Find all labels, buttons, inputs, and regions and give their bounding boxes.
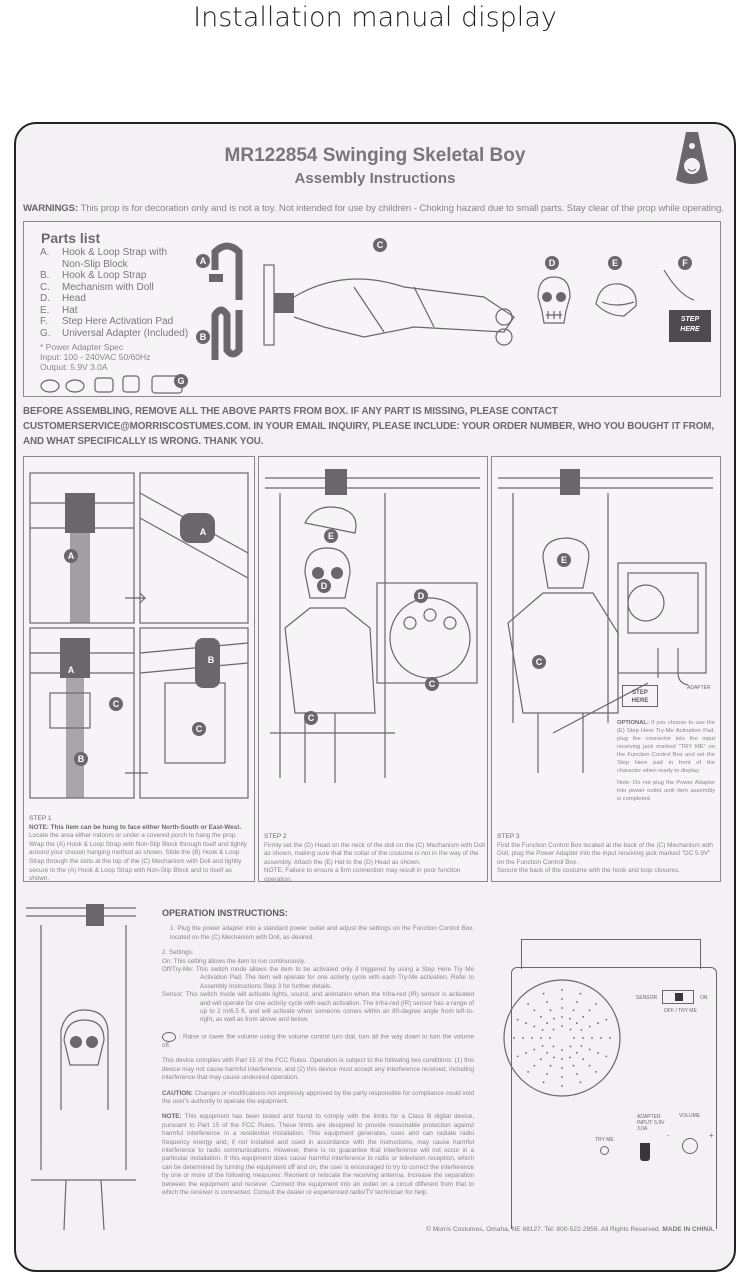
manual-subtitle: Assembly Instructions: [294, 170, 456, 187]
volume-instruction: : Raise or lower the volume using the vo…: [162, 1031, 474, 1049]
pad-cord-icon: [663, 269, 695, 301]
step-2-text: STEP 2 Firmly set the (D) Head on the ne…: [264, 833, 485, 883]
step-1-illustration: [29, 472, 249, 799]
part-label-a: A: [196, 254, 210, 268]
parts-list-panel: Parts list A.Hook & Loop Strap with Non-…: [23, 221, 721, 397]
hat-illustration: [595, 283, 637, 317]
part-item: B.Hook & Loop Strap: [40, 270, 147, 281]
step1-label-b: B: [74, 752, 88, 766]
fcc-note: NOTE: This equipment has been tested and…: [162, 1113, 474, 1197]
part-item: F.Step Here Activation Pad: [40, 316, 174, 327]
mode-switch[interactable]: [662, 990, 694, 1004]
part-item: A.Hook & Loop Strap with: [40, 247, 168, 258]
manual-title: MR122854 Swinging Skeletal Boy: [224, 145, 526, 166]
step1-label-a: A: [64, 663, 78, 677]
part-label-d: D: [545, 256, 559, 270]
fcc-compliance: This device complies with Part 15 of the…: [162, 1057, 474, 1082]
step2-label-c: C: [425, 677, 439, 691]
warning-text: WARNINGS: This prop is for decoration on…: [23, 203, 724, 214]
optional-step-here-text: OPTIONAL: If you choose to use the (E) S…: [617, 720, 715, 802]
on-label: ON: [700, 995, 708, 1001]
adapter-input-jack[interactable]: [640, 1143, 650, 1161]
part-item: G.Universal Adapter (Included): [40, 327, 189, 339]
hook-loop-straps-illustration: [209, 242, 243, 360]
step2-label-c: C: [304, 711, 318, 725]
page-title: Installation manual display: [193, 2, 557, 33]
swinging-doll-illustration: [26, 904, 136, 1231]
clown-logo-icon: [676, 132, 708, 184]
step-2-illustration: [265, 469, 480, 783]
try-me-label: TRY ME: [595, 1137, 614, 1143]
volume-dial[interactable]: [682, 1138, 698, 1154]
adapter-label: ADAPTER: [687, 685, 711, 691]
skull-head-illustration: [537, 276, 571, 324]
step-2-panel: E D D C C STEP 2 Firmly set the (D) Head…: [258, 456, 488, 883]
speaker-grille-icon: [503, 979, 621, 1097]
step1-label-c: C: [109, 697, 123, 711]
step-3-illustration: [498, 469, 713, 773]
off-try-me-label: OFF / TRY ME: [664, 1008, 697, 1014]
control-box-bracket: [521, 939, 701, 969]
step3-label-e: E: [557, 553, 571, 567]
setting-sensor: Sensor: This switch mode will activate l…: [162, 991, 474, 1024]
step1-label-a: A: [196, 525, 210, 539]
step1-label-a: A: [64, 549, 78, 563]
step3-label-c: C: [532, 655, 546, 669]
operation-instructions: OPERATION INSTRUCTIONS: 1. Plug the powe…: [162, 908, 474, 1204]
before-assembling-notice: BEFORE ASSEMBLING, REMOVE ALL THE ABOVE …: [23, 406, 714, 447]
part-item: Non-Slip Block: [62, 258, 128, 270]
plug-adapters-icon: [40, 375, 183, 394]
parts-list: A.Hook & Loop Strap with Non-Slip Block …: [40, 247, 188, 339]
sensor-label: SENSOR: [636, 995, 658, 1001]
part-item: E.Hat: [40, 304, 78, 316]
volume-minus: -: [667, 1131, 670, 1140]
settings-title: 2. Settings:: [162, 949, 194, 957]
part-label-g: G: [174, 374, 188, 388]
step-3-text: STEP 3 Find the Function Control Box loc…: [497, 833, 713, 875]
mechanism-doll-illustration: [263, 264, 515, 346]
part-item: C.Mechanism with Doll: [40, 281, 154, 293]
part-label-e: E: [608, 256, 622, 270]
step1-label-b: B: [204, 653, 218, 667]
try-me-jack[interactable]: [600, 1146, 609, 1155]
step1-label-c: C: [192, 722, 206, 736]
step2-label-e: E: [324, 529, 338, 543]
footer-copyright: © Morris Costumes, Omaha, NE 68127. Tel:…: [426, 1226, 715, 1233]
part-label-b: B: [196, 330, 210, 344]
part-label-f: F: [678, 256, 692, 270]
step-1-text: STEP 1 NOTE: This item can be hung to fa…: [29, 815, 247, 883]
step2-label-d: D: [414, 589, 428, 603]
caution-text: CAUTION: Changes or modifications not ex…: [162, 1089, 474, 1105]
instruction-sheet: MR122854 Swinging Skeletal Boy Assembly …: [14, 122, 736, 1272]
setting-on: On: This setting allows the item to run …: [162, 957, 306, 965]
part-item: D.Head: [40, 293, 86, 304]
brand-logo: [676, 132, 708, 186]
volume-plus: +: [709, 1131, 714, 1140]
volume-dial-icon: [162, 1031, 176, 1042]
step-1-panel: A A A C B B C STEP 1 NOTE: This item can…: [23, 456, 255, 882]
part-label-c: C: [373, 238, 387, 252]
volume-label: VOLUME: [679, 1113, 701, 1119]
setting-off-try-me: Off/Try-Me: This switch mode allows the …: [162, 966, 474, 990]
step2-label-d: D: [317, 579, 331, 593]
operation-step-1: 1. Plug the power adapter into a standar…: [170, 925, 474, 941]
parts-list-title: Parts list: [41, 230, 101, 246]
operation-title: OPERATION INSTRUCTIONS:: [162, 908, 288, 918]
